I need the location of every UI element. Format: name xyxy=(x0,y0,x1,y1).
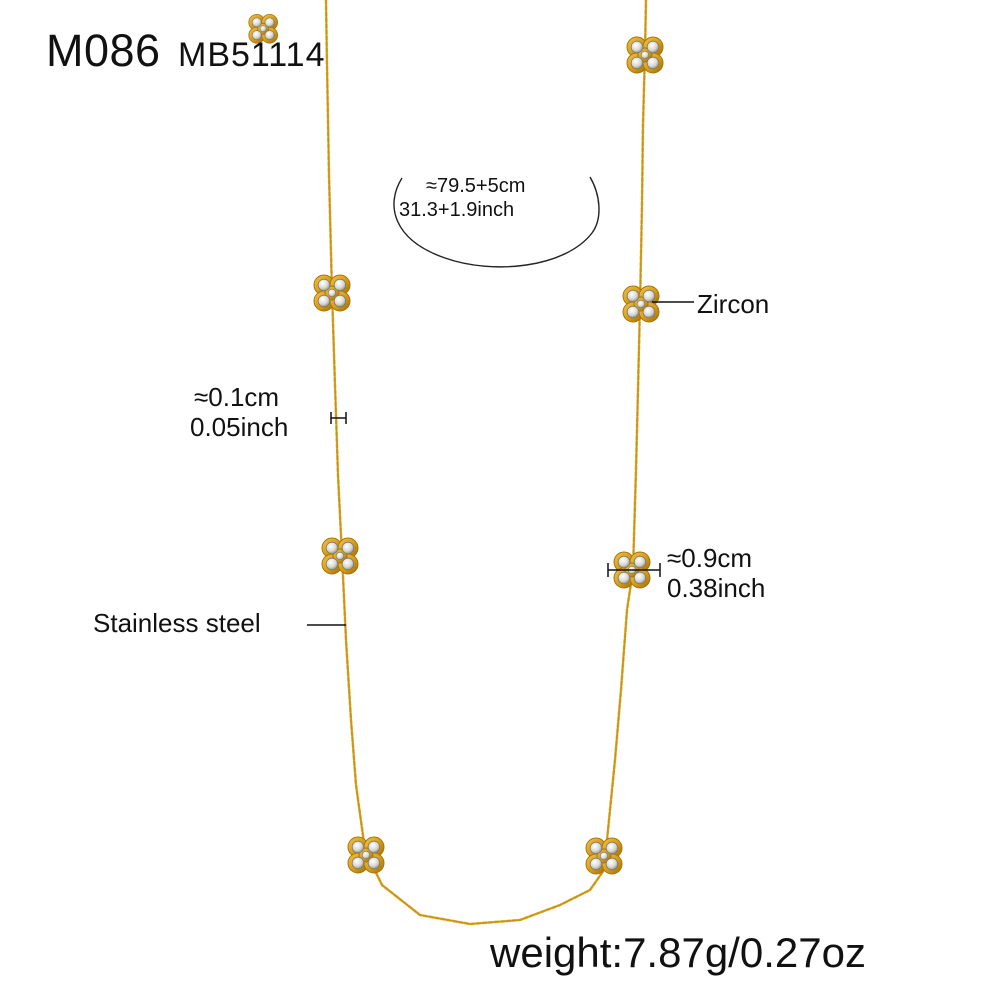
clover-size-cm: ≈0.9cm xyxy=(667,543,753,573)
zircon-label: Zircon xyxy=(697,289,770,319)
length-cm: ≈79.5+5cm xyxy=(426,175,526,197)
zircon-clover-icon xyxy=(321,537,359,575)
chain-width-cm: ≈0.1cm xyxy=(194,382,280,412)
zircon-clover-icon xyxy=(626,36,664,74)
model-code: M086 xyxy=(46,25,161,76)
length-inch: 31.3+1.9inch xyxy=(399,199,515,221)
zircon-clover-icon xyxy=(347,836,385,874)
chain-width-inch: 0.05inch xyxy=(190,412,289,442)
chain-left xyxy=(324,0,648,926)
zircon-clover-icon xyxy=(313,274,351,312)
zircon-clover-icon xyxy=(585,837,623,875)
weight-spec: weight:7.87g/0.27oz xyxy=(490,929,866,976)
length-ellipse-arc xyxy=(393,176,600,268)
zircon-clover-icon xyxy=(622,285,660,323)
material-label: Stainless steel xyxy=(93,608,261,638)
clover-size-marker xyxy=(607,563,661,577)
clover-size-inch: 0.38inch xyxy=(667,573,766,603)
sku-code: MB51114 xyxy=(178,36,326,74)
chain-width-marker xyxy=(330,412,347,424)
